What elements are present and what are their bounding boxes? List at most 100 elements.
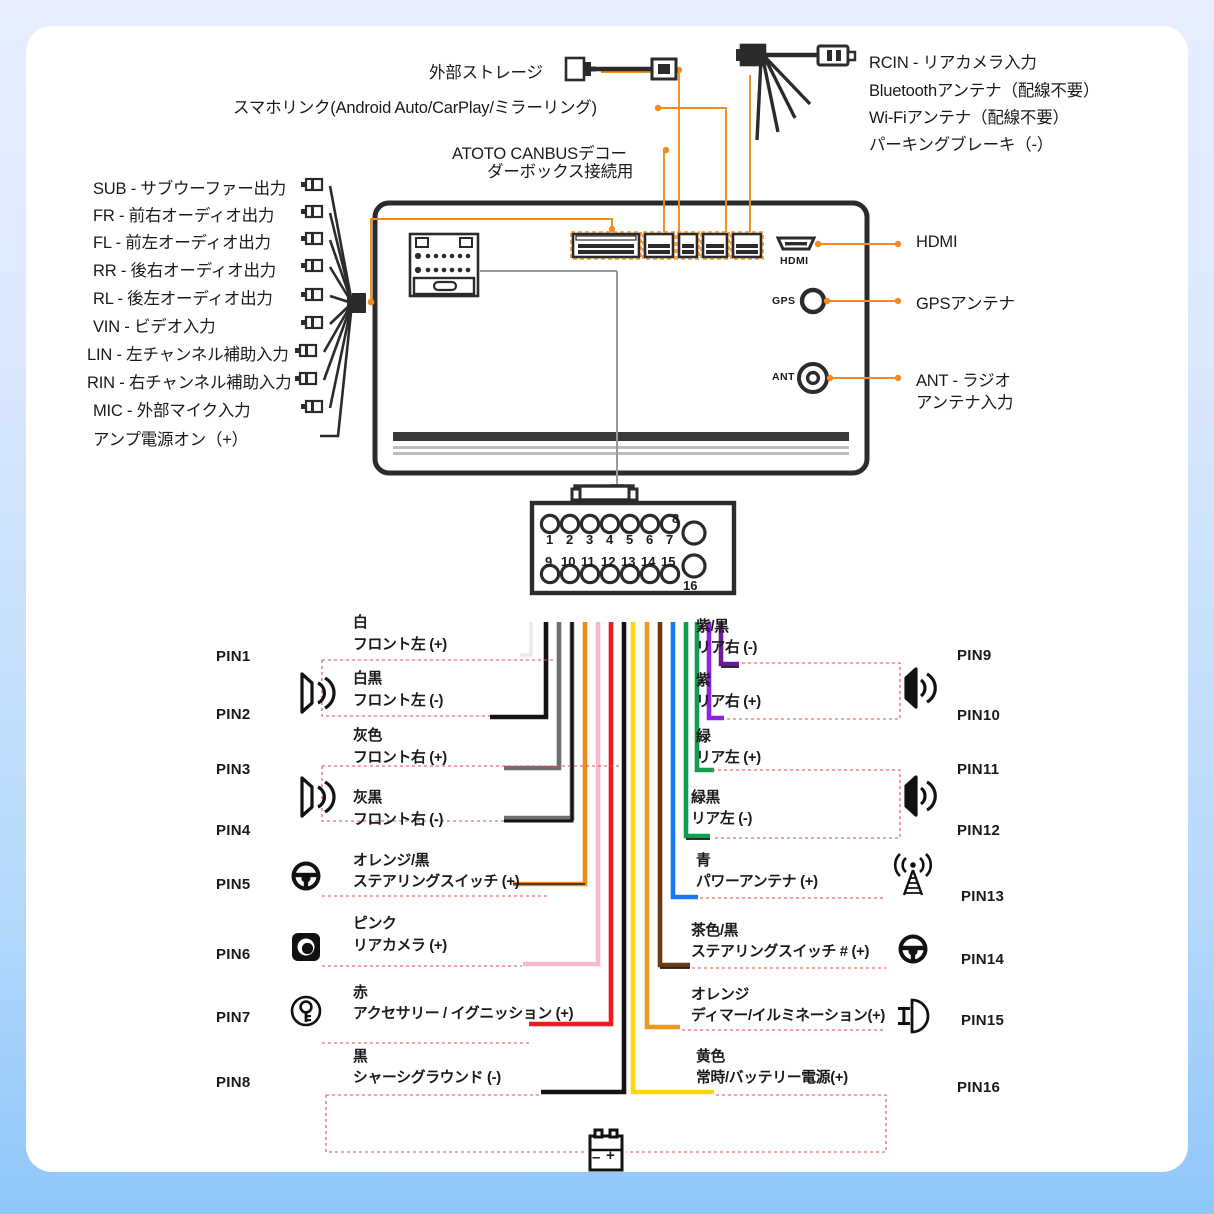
pin-label-6: PIN6 <box>216 946 251 963</box>
unit-multipin-socket <box>408 232 480 298</box>
left-wire-bundle <box>490 622 627 1095</box>
wire-func-6: リアカメラ (+) <box>353 938 447 954</box>
callout-fl-out: FL - 前左オーディオ出力 <box>93 234 271 252</box>
battery-plus-label: + <box>606 1147 615 1164</box>
callout-parking-brake: パーキングブレーキ（-） <box>869 136 1054 154</box>
callout-gps-antenna: GPSアンテナ <box>916 295 1015 313</box>
callout-radio-antenna-line2: アンテナ入力 <box>916 394 1014 412</box>
gps-port-icon <box>799 287 827 315</box>
callout-fr-out: FR - 前右オーディオ出力 <box>93 207 275 225</box>
speaker-right-icon <box>904 667 937 709</box>
connector-pin-8: 8 <box>672 511 680 526</box>
callout-canbus-line2: ダーボックス接続用 <box>487 163 634 181</box>
pin-label-16: PIN16 <box>957 1079 1001 1096</box>
wire-func-9: リア右 (-) <box>696 640 758 656</box>
connector-pin-6: 6 <box>646 532 654 547</box>
callout-canbus-line1: ATOTO CANBUSデコー <box>452 145 627 163</box>
steering-wheel-icon <box>291 861 321 891</box>
pin-label-5: PIN5 <box>216 876 251 893</box>
callout-hdmi: HDMI <box>916 233 958 251</box>
hdmi-port-icon <box>775 236 817 251</box>
pin-label-7: PIN7 <box>216 1009 251 1026</box>
wire-color-8: 黒 <box>353 1049 368 1065</box>
pin-label-13: PIN13 <box>961 888 1005 905</box>
antenna-harness-icon <box>736 43 857 141</box>
connector-pin-14: 14 <box>641 554 656 569</box>
iso-16pin-connector <box>529 484 737 596</box>
connector-pin-11: 11 <box>581 554 595 569</box>
connector-pin-7: 7 <box>666 532 674 547</box>
connector-pin-5: 5 <box>626 532 634 547</box>
unit-top-connector-row <box>570 231 764 260</box>
pin-label-12: PIN12 <box>957 822 1001 839</box>
callout-rr-out: RR - 後右オーディオ出力 <box>93 262 277 280</box>
wire-func-7: アクセサリー / イグニッション (+) <box>353 1006 574 1022</box>
connector-pin-4: 4 <box>606 532 614 547</box>
pin-label-11: PIN11 <box>957 761 1000 778</box>
pin-label-9: PIN9 <box>957 647 992 664</box>
wire-color-10: 紫 <box>696 673 711 689</box>
connector-pin-9: 9 <box>545 554 553 569</box>
callout-leaders-right <box>814 240 902 382</box>
wire-color-3: 灰色 <box>353 728 382 744</box>
connector-pin-15: 15 <box>661 554 676 569</box>
hdmi-port-label: HDMI <box>780 255 809 267</box>
rear-camera-icon <box>292 933 320 961</box>
speaker-left-icon <box>300 776 336 818</box>
callout-mic-in: MIC - 外部マイク入力 <box>93 402 251 420</box>
wire-func-11: リア左 (+) <box>696 750 761 766</box>
connector-pin-3: 3 <box>586 532 594 547</box>
wire-color-7: 赤 <box>353 985 368 1001</box>
wire-color-13: 青 <box>696 853 711 869</box>
wire-func-14: ステアリングスイッチ # (+) <box>691 944 870 960</box>
callout-sub-out: SUB - サブウーファー出力 <box>93 180 287 198</box>
wire-func-5: ステアリングスイッチ (+) <box>353 874 520 890</box>
pin-label-1: PIN1 <box>216 648 251 665</box>
wire-color-16: 黄色 <box>696 1049 725 1065</box>
pin-label-10: PIN10 <box>957 707 1001 724</box>
wire-color-9: 紫/黒 <box>696 619 729 635</box>
wire-color-5: オレンジ/黒 <box>353 853 430 869</box>
wire-color-15: オレンジ <box>691 987 749 1003</box>
wire-func-4: フロント右 (-) <box>353 812 444 828</box>
pin-label-15: PIN15 <box>961 1012 1005 1029</box>
wire-func-8: シャーシグラウンド (-) <box>353 1070 501 1086</box>
callout-bluetooth-antenna: Bluetoothアンテナ（配線不要） <box>869 82 1100 100</box>
wire-color-12: 緑黒 <box>691 790 720 806</box>
pin-label-2: PIN2 <box>216 706 251 723</box>
wire-func-3: フロント右 (+) <box>353 750 447 766</box>
wire-func-15: ディマー/イルミネーション(+) <box>691 1008 886 1024</box>
battery-minus-label: – <box>592 1149 601 1166</box>
wire-func-2: フロント左 (-) <box>353 693 444 709</box>
ant-port-label: ANT <box>772 371 795 383</box>
rca-harness <box>295 177 366 438</box>
wire-color-1: 白 <box>353 615 368 631</box>
illumination-icon <box>898 998 930 1034</box>
wire-color-2: 白黒 <box>353 671 382 687</box>
steering-wheel-icon <box>898 934 928 964</box>
wire-color-11: 緑 <box>696 729 711 745</box>
connector-pin-2: 2 <box>566 532 574 547</box>
callout-rl-out: RL - 後左オーディオ出力 <box>93 290 273 308</box>
wire-func-12: リア左 (-) <box>691 811 753 827</box>
rca-plug-icon <box>295 177 324 414</box>
callout-external-storage: 外部ストレージ <box>429 64 543 82</box>
ant-port-icon <box>797 362 829 394</box>
wire-color-14: 茶色/黒 <box>691 923 739 939</box>
callout-vin-in: VIN - ビデオ入力 <box>93 318 216 336</box>
speaker-right-icon <box>904 775 937 817</box>
right-wire-bundle <box>630 622 739 1095</box>
pin-label-8: PIN8 <box>216 1074 251 1091</box>
wire-func-16: 常時/バッテリー電源(+) <box>696 1070 848 1086</box>
speaker-left-icon <box>300 672 336 714</box>
ignition-key-icon <box>290 995 322 1027</box>
connector-pin-13: 13 <box>621 554 636 569</box>
wire-func-13: パワーアンテナ (+) <box>696 874 818 890</box>
wire-func-1: フロント左 (+) <box>353 637 447 653</box>
callout-wifi-antenna: Wi-Fiアンテナ（配線不要） <box>869 109 1069 127</box>
external-storage-cable-icon <box>564 56 678 82</box>
pin-label-14: PIN14 <box>961 951 1005 968</box>
callout-amp-power-on: アンプ電源オン（+） <box>93 431 248 449</box>
